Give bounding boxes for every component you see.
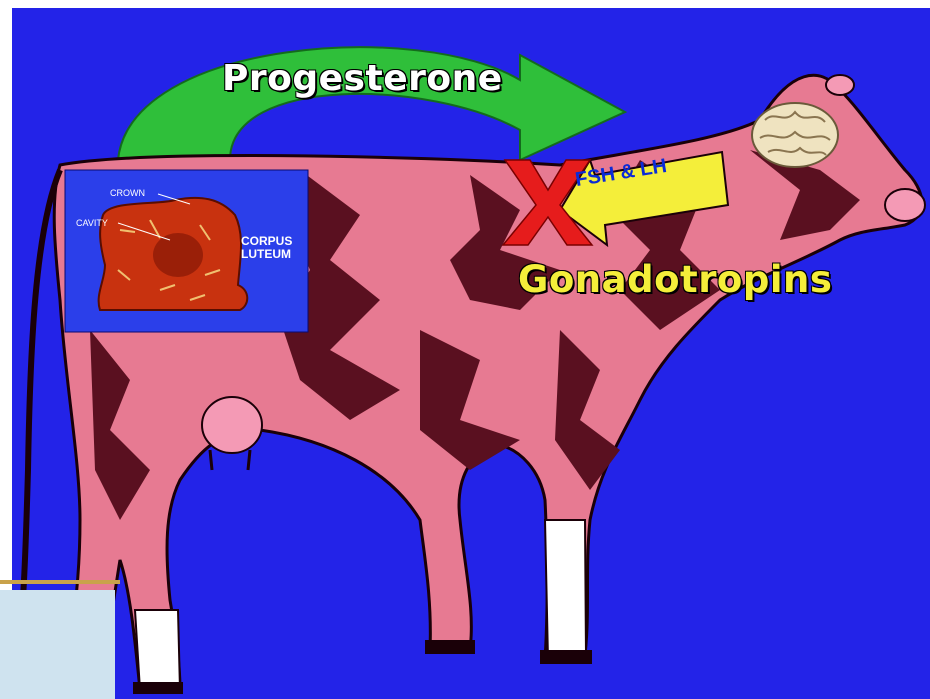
crown-label: CROWN xyxy=(110,188,145,198)
cavity-region xyxy=(153,233,203,277)
slide-corner-block xyxy=(0,590,115,699)
brain-icon xyxy=(752,103,838,167)
corpus-label-line2: LUTEUM xyxy=(241,248,292,261)
progesterone-label: Progesterone xyxy=(222,58,503,99)
slide-accent-bar xyxy=(0,580,120,584)
gonadotropins-label: Gonadotropins xyxy=(518,258,832,301)
corpus-luteum-label: CORPUS LUTEUM xyxy=(241,235,292,261)
cavity-label: CAVITY xyxy=(76,218,108,228)
